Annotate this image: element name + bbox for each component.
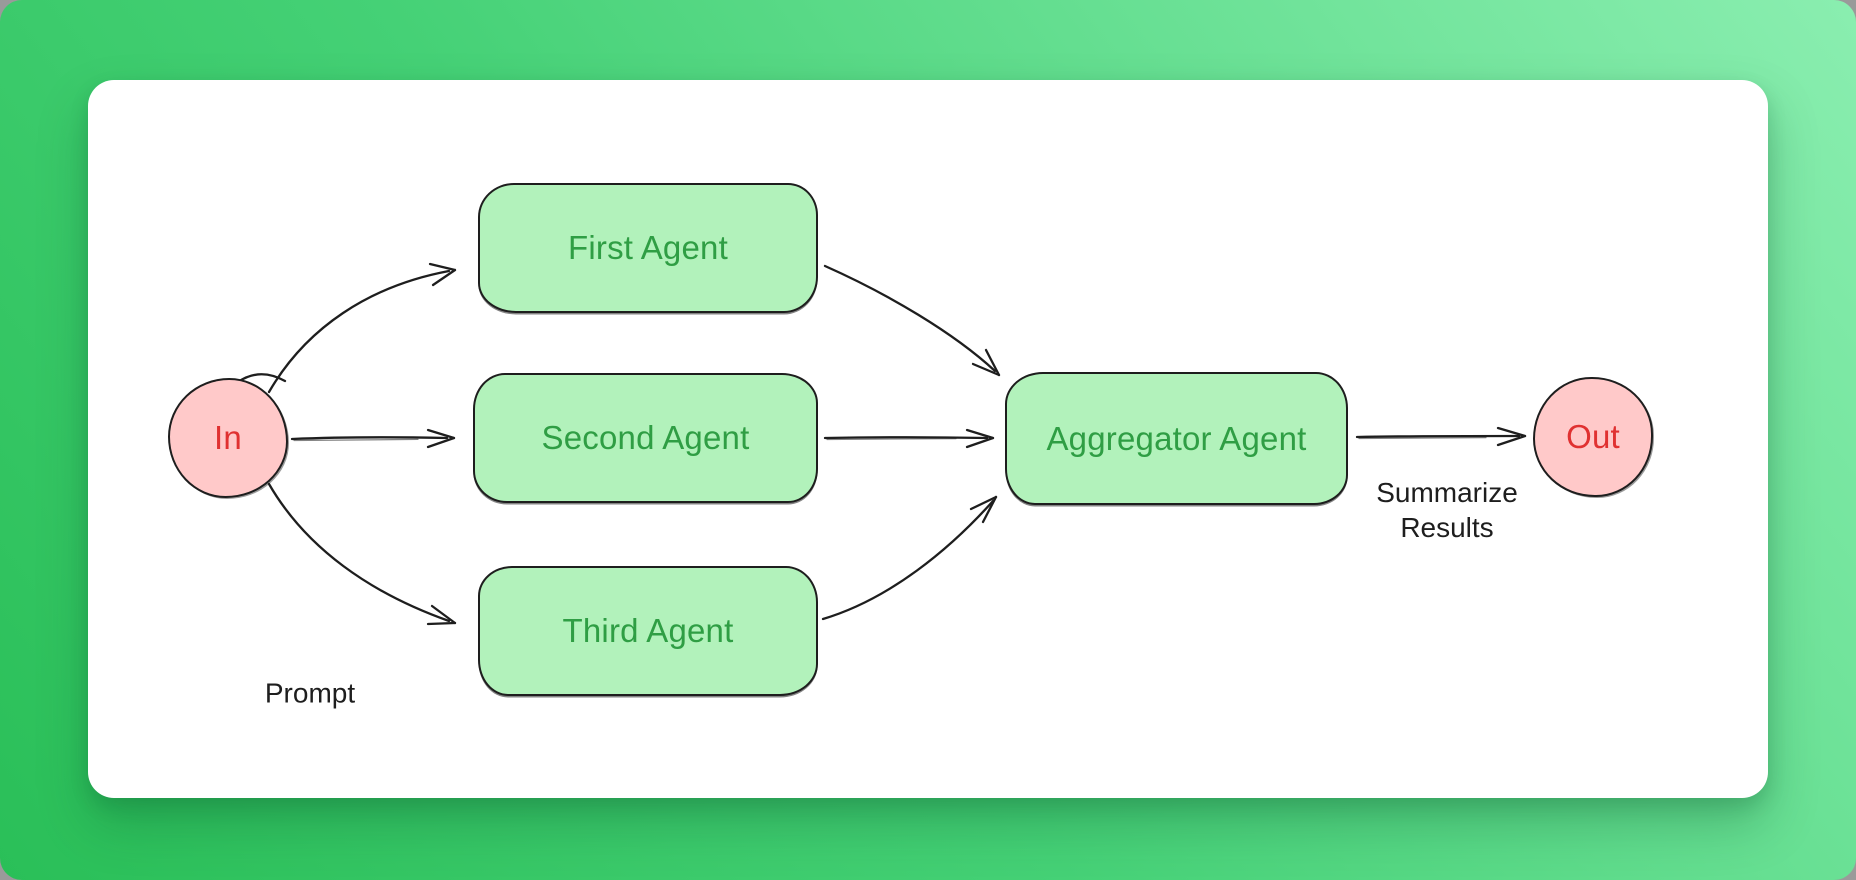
diagram-canvas: In First Agent Second Agent Third Agent … <box>88 80 1768 798</box>
arrow-in-to-second-agent <box>290 428 456 449</box>
edge-label-summarize-line2: Results <box>1400 512 1494 543</box>
node-second-agent: Second Agent <box>473 373 818 503</box>
node-in: In <box>168 378 288 498</box>
node-second-agent-label: Second Agent <box>541 419 750 456</box>
arrow-third-agent-to-aggregator <box>821 495 998 621</box>
node-third-agent: Third Agent <box>478 566 818 696</box>
node-aggregator-agent: Aggregator Agent <box>1005 372 1348 505</box>
node-first-agent-label: First Agent <box>568 229 728 266</box>
edge-label-summarize-results: Summarize Results <box>1376 475 1518 545</box>
edge-label-prompt-text: Prompt <box>264 677 356 709</box>
arrow-aggregator-to-out <box>1355 426 1527 447</box>
edge-label-prompt: Prompt <box>265 676 355 711</box>
arrow-in-to-first-agent <box>267 262 457 394</box>
node-in-label: In <box>214 419 242 456</box>
node-third-agent-label: Third Agent <box>562 612 734 649</box>
node-aggregator-agent-label: Aggregator Agent <box>1046 419 1307 457</box>
node-out-label: Out <box>1566 418 1620 455</box>
node-first-agent: First Agent <box>478 183 818 313</box>
arrow-second-agent-to-aggregator <box>823 428 995 449</box>
arrow-in-to-third-agent <box>267 482 457 626</box>
edge-label-summarize-line1: Summarize <box>1376 477 1518 508</box>
node-out: Out <box>1533 377 1653 497</box>
arrow-first-agent-to-aggregator <box>823 264 1001 377</box>
